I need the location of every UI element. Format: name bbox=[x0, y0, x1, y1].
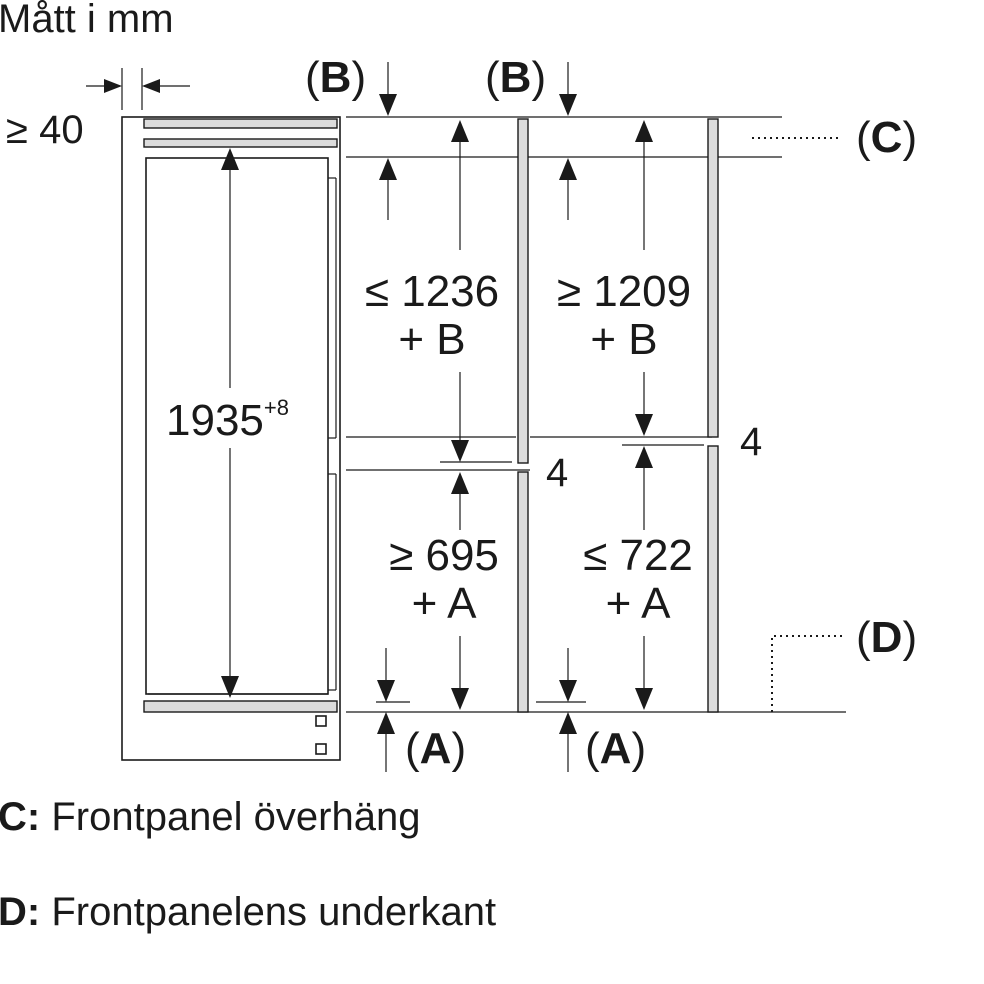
upper-left-dimension: ≤ 1236 + B bbox=[365, 120, 499, 462]
lower-left-value: ≥ 695 bbox=[389, 531, 499, 580]
lower-left-offset: + A bbox=[412, 579, 477, 628]
lower-right-dimension: ≤ 722 + A bbox=[583, 446, 693, 710]
a-marker-left: (A) bbox=[377, 648, 466, 773]
svg-text:(A): (A) bbox=[585, 724, 646, 773]
a-close: ) bbox=[451, 724, 466, 773]
b-letter: B bbox=[500, 53, 532, 102]
svg-text:(D): (D) bbox=[856, 613, 917, 662]
top-gap-dimension: ≥ 40 bbox=[6, 68, 190, 152]
b-open: ( bbox=[485, 53, 500, 102]
left-lower-door-panel bbox=[517, 471, 529, 713]
upper-left-value: ≤ 1236 bbox=[365, 267, 499, 316]
svg-text:(B): (B) bbox=[485, 53, 546, 102]
right-lower-door-panel bbox=[707, 445, 719, 713]
b-marker-left: (B) bbox=[305, 53, 397, 220]
total-height-label: 1935+8 bbox=[166, 395, 289, 445]
upper-right-value: ≥ 1209 bbox=[557, 267, 691, 316]
d-open: ( bbox=[856, 613, 871, 662]
diagram-title: Mått i mm bbox=[0, 0, 174, 41]
d-close: ) bbox=[902, 613, 917, 662]
left-upper-door-panel bbox=[517, 118, 529, 464]
top-gap-label: ≥ 40 bbox=[6, 108, 84, 152]
svg-text:(B): (B) bbox=[305, 53, 366, 102]
door-panels bbox=[517, 118, 719, 713]
d-letter: D bbox=[871, 613, 903, 662]
total-height-value: 1935 bbox=[166, 396, 264, 445]
legend-key: C: bbox=[0, 795, 40, 839]
legend-item-d: D: Frontpanelens underkant bbox=[0, 890, 496, 934]
total-height-dimension: 1935+8 bbox=[166, 148, 289, 698]
lower-left-dimension: ≥ 695 + A bbox=[389, 472, 499, 710]
b-close: ) bbox=[351, 53, 366, 102]
legend-text: Frontpanelens underkant bbox=[40, 890, 496, 934]
a-open: ( bbox=[405, 724, 420, 773]
right-upper-door-panel bbox=[707, 118, 719, 438]
reference-lines bbox=[346, 116, 846, 713]
upper-right-dimension: ≥ 1209 + B bbox=[557, 120, 691, 436]
c-letter: C bbox=[871, 113, 903, 162]
right-gap-label: 4 bbox=[740, 420, 762, 464]
b-open: ( bbox=[305, 53, 320, 102]
a-letter: A bbox=[600, 724, 632, 773]
d-marker: (D) bbox=[771, 613, 917, 712]
a-letter: A bbox=[420, 724, 452, 773]
legend-item-c: C: Frontpanel överhäng bbox=[0, 795, 420, 839]
niche-cabinet bbox=[121, 116, 341, 761]
c-open: ( bbox=[856, 113, 871, 162]
legend: C: Frontpanel överhäng D: Frontpanelens … bbox=[0, 795, 496, 934]
a-close: ) bbox=[631, 724, 646, 773]
svg-text:(A): (A) bbox=[405, 724, 466, 773]
a-open: ( bbox=[585, 724, 600, 773]
b-marker-right: (B) bbox=[485, 53, 577, 220]
left-gap-label: 4 bbox=[546, 451, 568, 495]
lower-right-offset: + A bbox=[606, 579, 671, 628]
legend-text: Frontpanel överhäng bbox=[40, 795, 420, 839]
c-close: ) bbox=[902, 113, 917, 162]
a-marker-right: (A) bbox=[559, 648, 646, 773]
lower-right-value: ≤ 722 bbox=[583, 531, 693, 580]
c-marker: (C) bbox=[752, 113, 917, 162]
total-height-tolerance: +8 bbox=[264, 395, 289, 420]
upper-right-offset: + B bbox=[590, 315, 657, 364]
upper-left-offset: + B bbox=[398, 315, 465, 364]
b-letter: B bbox=[320, 53, 352, 102]
b-close: ) bbox=[531, 53, 546, 102]
legend-key: D: bbox=[0, 890, 40, 934]
svg-text:(C): (C) bbox=[856, 113, 917, 162]
